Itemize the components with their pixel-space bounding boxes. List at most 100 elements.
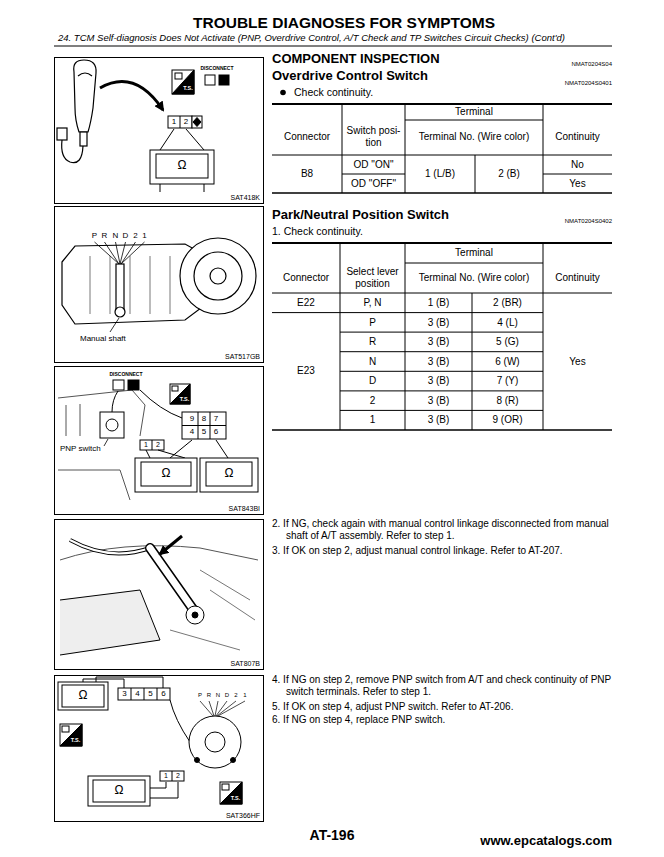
icon-label: T.S. — [69, 737, 82, 744]
pin-number: 8 — [198, 414, 210, 424]
table-cell: B8 — [272, 168, 342, 180]
procedure-step: 3. If OK on step 2, adjust manual contro… — [272, 545, 612, 557]
pin-number: 5 — [144, 689, 157, 699]
table-cell: Yes — [543, 178, 612, 190]
table-cell: 9 (OR) — [472, 414, 543, 426]
figure-code: SAT843BI — [229, 505, 260, 513]
test-icon — [60, 724, 82, 746]
connector-symbol — [168, 116, 192, 128]
pnp-switch — [209, 701, 214, 716]
shift-knob — [80, 132, 87, 146]
test-icon — [60, 724, 82, 746]
table-rule — [272, 293, 612, 294]
pnp-switch — [218, 701, 245, 716]
ohmmeter — [93, 780, 145, 802]
lever-position: 1 — [241, 692, 249, 699]
test-icon — [170, 384, 190, 404]
transmission — [58, 390, 145, 500]
pnp-switch — [170, 700, 245, 768]
test-icon — [170, 384, 190, 404]
ohmmeter — [146, 450, 150, 458]
table-cell: 3 (B) — [405, 356, 472, 368]
table-cell: 1 (L/B) — [405, 168, 475, 180]
ohmmeter — [156, 154, 208, 178]
part-name: PNP switch — [60, 444, 130, 454]
ohmmeter — [158, 450, 185, 458]
figure-panel: SAT843BI — [54, 366, 264, 515]
connector-symbol — [160, 771, 184, 781]
table-cell: D — [340, 375, 405, 387]
ohmmeter — [141, 462, 191, 486]
pnp-switch — [195, 758, 200, 763]
table-header: Continuity — [543, 272, 612, 284]
disconnect-icon — [113, 380, 139, 390]
disconnect-icon — [113, 380, 124, 390]
lever-position: P — [196, 692, 204, 699]
table-rule — [272, 104, 612, 193]
pin-number: 1 — [160, 772, 172, 780]
table-cell: R — [340, 336, 405, 348]
linkage-view — [160, 536, 182, 554]
meter-symbol: Ω — [104, 783, 134, 797]
table-rule — [340, 332, 543, 333]
subtitle: 24. TCM Self-diagnosis Does Not Activate… — [58, 32, 653, 43]
meter-symbol: Ω — [68, 688, 98, 702]
pin-number: 2 — [152, 441, 164, 449]
transmission — [115, 307, 125, 317]
transmission — [170, 256, 171, 314]
table-rule — [272, 103, 612, 105]
figure-code: SAT418K — [231, 194, 260, 202]
connector-symbol — [168, 116, 202, 128]
ohmmeter — [96, 677, 163, 688]
reference-code: NMAT0204S0402 — [500, 218, 612, 225]
table-header: Switch posi- tion — [342, 125, 405, 149]
connector-symbol — [118, 688, 170, 700]
connector-symbol — [172, 771, 173, 781]
pnp-switch — [217, 701, 236, 716]
ohmmeter — [160, 129, 174, 150]
table-header: Terminal No. (Wire color) — [405, 131, 543, 143]
connector-symbol — [140, 440, 164, 450]
leader-line — [95, 242, 120, 264]
linkage-view — [150, 548, 195, 612]
table-header: Continuity — [543, 131, 612, 143]
pin-number: 5 — [198, 427, 210, 437]
table-cell: 3 (B) — [405, 395, 472, 407]
linkage-view — [150, 548, 195, 612]
lever-position: R — [100, 231, 109, 241]
pin-number: 4 — [131, 689, 144, 699]
reference-code: NMAT0204S0401 — [500, 80, 612, 87]
ohmmeter — [206, 462, 252, 486]
figure-panel: SAT418K — [54, 57, 264, 204]
test-icon — [172, 70, 194, 94]
icon-label: DISCONNECT — [192, 65, 242, 71]
test-icon — [60, 724, 82, 746]
table-cell: 3 (B) — [405, 336, 472, 348]
table-cell: 7 (Y) — [472, 375, 543, 387]
meter-symbol: Ω — [213, 466, 245, 480]
transmission — [90, 256, 170, 314]
lever-position: 2 — [131, 231, 140, 241]
harness — [57, 128, 67, 140]
connector-symbol — [140, 412, 226, 450]
pin-number: 1 — [140, 441, 152, 449]
leader-line — [110, 318, 119, 332]
connector-symbol — [157, 688, 158, 700]
table-cell: 3 (B) — [405, 375, 472, 387]
test-icon — [170, 384, 190, 404]
linkage-view — [70, 540, 150, 553]
table-header: Connector — [272, 131, 342, 143]
test-icon — [220, 782, 242, 804]
pin-number: 4 — [186, 427, 198, 437]
pnp-switch — [200, 701, 213, 716]
test-icon — [172, 70, 194, 94]
connector-symbol — [210, 412, 211, 439]
table-cell: P — [340, 317, 405, 329]
leader-line — [104, 439, 108, 446]
linkage-view — [186, 606, 204, 624]
table-rule — [340, 351, 543, 352]
lever-position: 1 — [140, 231, 149, 241]
table-header: Select lever position — [340, 266, 405, 290]
transmission — [80, 404, 81, 436]
